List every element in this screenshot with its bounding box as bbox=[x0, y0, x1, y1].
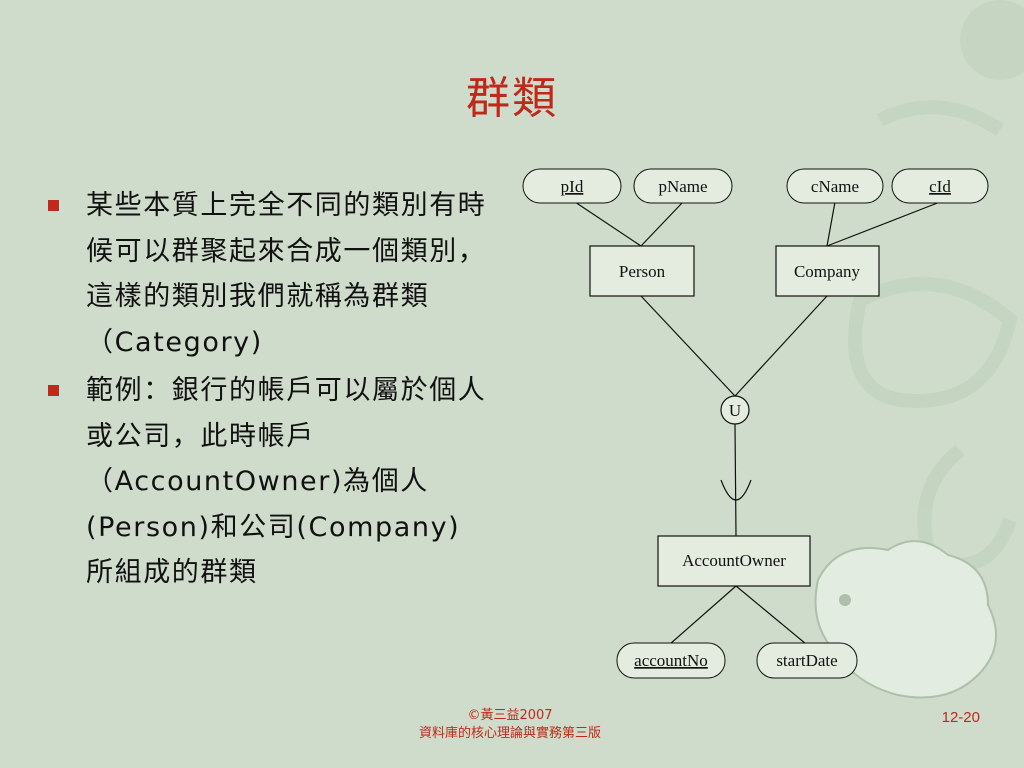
union-circle bbox=[720, 395, 750, 425]
attribute-cid bbox=[891, 168, 989, 204]
page-number: 12-20 bbox=[941, 709, 980, 726]
slide-title: 群類 bbox=[466, 73, 558, 124]
attribute-pname bbox=[633, 168, 733, 204]
connector-line bbox=[640, 201, 684, 247]
attribute-account-no bbox=[616, 642, 726, 679]
entity-account-owner bbox=[657, 535, 811, 587]
entity-company bbox=[775, 245, 880, 297]
attribute-start-date bbox=[756, 642, 858, 679]
footer-copyright: ©黃三益2007 資料庫的核心理論與實務第三版 bbox=[360, 707, 660, 743]
book-title-text: 資料庫的核心理論與實務第三版 bbox=[418, 726, 601, 741]
connector-line bbox=[735, 585, 807, 645]
union-label: U bbox=[729, 401, 741, 420]
bullet-item: 範例：銀行的帳戶可以屬於個人或公司，此時帳戶（AccountOwner)為個人(… bbox=[48, 368, 488, 596]
connector-line bbox=[734, 423, 737, 537]
bullet-list: 某些本質上完全不同的類別有時候可以群聚起來合成一個類別，這樣的類別我們就稱為群類… bbox=[48, 183, 488, 599]
bullet-square-icon bbox=[48, 200, 59, 211]
connector-line bbox=[734, 295, 828, 397]
entity-account-owner-label: AccountOwner bbox=[682, 551, 786, 570]
attribute-account-no-label: accountNo bbox=[634, 651, 708, 670]
copyright-text: ©黃三益2007 bbox=[467, 708, 553, 723]
subset-symbol bbox=[720, 479, 752, 501]
bullet-text: 範例：銀行的帳戶可以屬於個人或公司，此時帳戶（AccountOwner)為個人(… bbox=[86, 375, 487, 588]
entity-person-label: Person bbox=[619, 262, 666, 281]
connector-line bbox=[574, 201, 642, 247]
connector-line bbox=[669, 585, 737, 645]
attribute-pid-label: pId bbox=[561, 177, 584, 196]
connector-line bbox=[826, 201, 941, 247]
entity-company-label: Company bbox=[794, 262, 861, 281]
bullet-item: 某些本質上完全不同的類別有時候可以群聚起來合成一個類別，這樣的類別我們就稱為群類… bbox=[48, 183, 488, 365]
attribute-pname-label: pName bbox=[658, 177, 707, 196]
attribute-cname bbox=[786, 168, 884, 204]
bullet-square-icon bbox=[48, 385, 59, 396]
connector-line bbox=[826, 201, 836, 247]
attribute-cname-label: cName bbox=[811, 177, 859, 196]
attribute-start-date-label: startDate bbox=[776, 651, 837, 670]
attribute-cid-label: cId bbox=[929, 177, 951, 196]
attribute-pid bbox=[522, 168, 622, 204]
connector-line bbox=[640, 295, 736, 397]
entity-person bbox=[589, 245, 695, 297]
bullet-text: 某些本質上完全不同的類別有時候可以群聚起來合成一個類別，這樣的類別我們就稱為群類… bbox=[86, 190, 487, 358]
